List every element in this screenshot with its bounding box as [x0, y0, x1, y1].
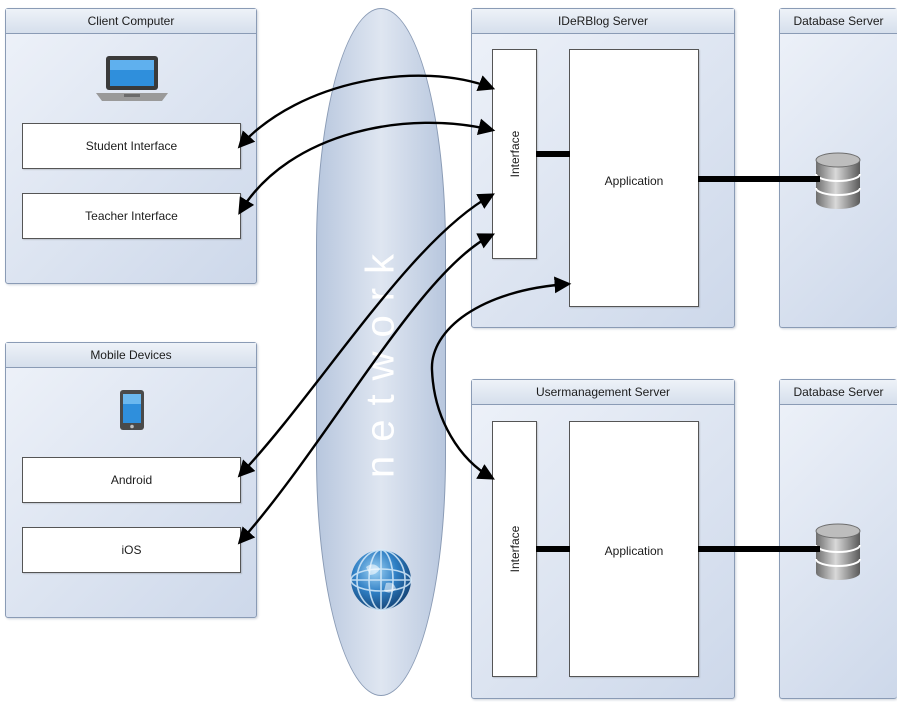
iderblog-interface-box[interactable]: Interface — [492, 49, 537, 259]
usermanagement-interface-app-connector — [536, 546, 570, 552]
usermanagement-interface-label: Interface — [507, 525, 522, 573]
teacher-interface-label: Teacher Interface — [85, 209, 178, 223]
globe-icon — [350, 549, 412, 611]
tablet-icon — [120, 390, 144, 430]
database-icon — [815, 152, 861, 209]
iderblog-application-box[interactable]: Application — [569, 49, 699, 307]
database-server-title-bottom: Database Server — [780, 380, 897, 405]
iderblog-app-db-connector — [698, 176, 820, 182]
network-label: network — [358, 239, 403, 479]
network-cloud: network — [316, 8, 446, 696]
iderblog-application-label: Application — [604, 174, 664, 188]
database-server-panel-top: Database Server — [779, 8, 897, 328]
client-computer-panel: Client Computer Student Interface Teache… — [5, 8, 257, 284]
iderblog-server-title: IDeRBlog Server — [472, 9, 734, 34]
mobile-devices-panel: Mobile Devices Android iOS — [5, 342, 257, 618]
usermanagement-application-box[interactable]: Application — [569, 421, 699, 677]
usermanagement-application-label: Application — [604, 544, 664, 558]
usermanagement-app-db-connector — [698, 546, 820, 552]
teacher-interface-box[interactable]: Teacher Interface — [22, 193, 241, 239]
client-computer-title: Client Computer — [6, 9, 256, 34]
database-icon — [815, 523, 861, 580]
iderblog-interface-app-connector — [536, 151, 570, 157]
student-interface-box[interactable]: Student Interface — [22, 123, 241, 169]
iderblog-server-panel: IDeRBlog Server Interface Application — [471, 8, 735, 328]
laptop-icon — [96, 56, 168, 101]
android-box[interactable]: Android — [22, 457, 241, 503]
usermanagement-interface-box[interactable]: Interface — [492, 421, 537, 677]
ios-label: iOS — [121, 543, 142, 557]
database-server-title-top: Database Server — [780, 9, 897, 34]
database-server-panel-bottom: Database Server — [779, 379, 897, 699]
mobile-devices-title: Mobile Devices — [6, 343, 256, 368]
usermanagement-server-title: Usermanagement Server — [472, 380, 734, 405]
ios-box[interactable]: iOS — [22, 527, 241, 573]
iderblog-interface-label: Interface — [507, 130, 522, 178]
usermanagement-server-panel: Usermanagement Server Interface Applicat… — [471, 379, 735, 699]
android-label: Android — [110, 473, 153, 487]
student-interface-label: Student Interface — [85, 139, 178, 153]
